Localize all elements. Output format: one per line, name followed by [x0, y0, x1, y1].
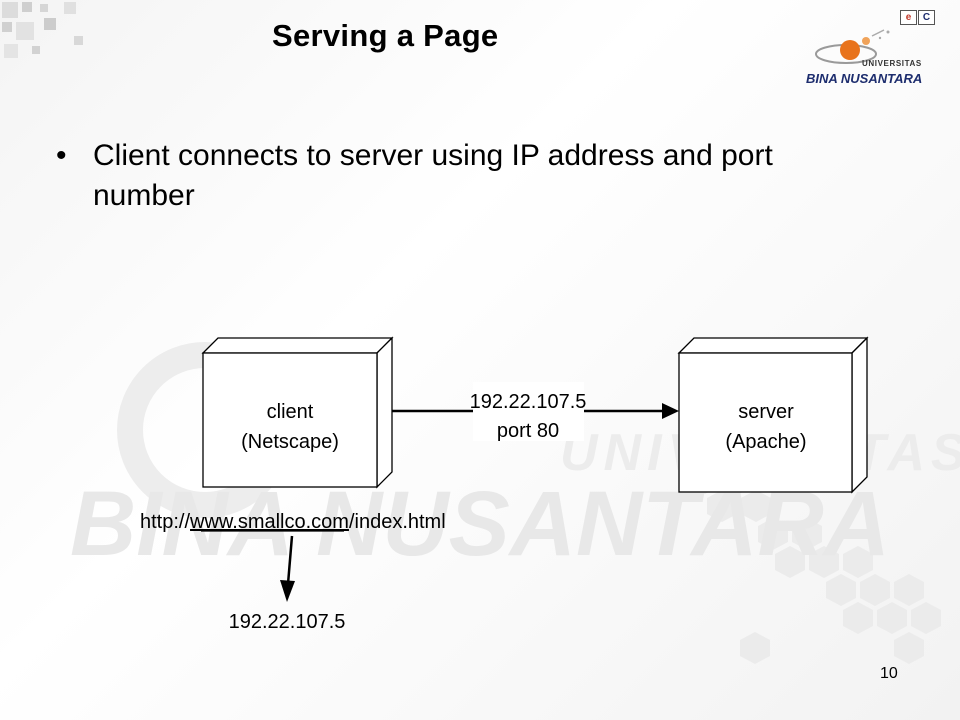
connection-port-label: port 80: [497, 420, 559, 442]
university-logo: e C UNIVERSITAS BINA NUSANTARA: [800, 10, 940, 90]
logo-line1: UNIVERSITAS: [862, 59, 922, 68]
client-software-label: (Netscape): [241, 431, 339, 453]
server-software-label: (Apache): [725, 431, 806, 453]
e-icon: e: [900, 10, 917, 25]
page-title: Serving a Page: [272, 18, 499, 53]
client-label: client: [267, 401, 314, 423]
url-host: www.smallco.com: [189, 511, 349, 533]
page-number: 10: [880, 665, 898, 682]
server-label: server: [738, 401, 794, 423]
url-text: http://www.smallco.com/index.html: [140, 511, 446, 533]
dns-lookup-arrow: [280, 535, 295, 602]
bullet-item: • Client connects to server using IP add…: [56, 136, 876, 216]
c-icon: C: [918, 10, 935, 25]
globe-logo-icon: [815, 29, 890, 64]
bullet-list: • Client connects to server using IP add…: [56, 136, 876, 216]
resolved-ip-label: 192.22.107.5: [229, 611, 346, 633]
logo-line2: BINA NUSANTARA: [806, 71, 923, 86]
bullet-dot-icon: •: [56, 139, 67, 172]
decorative-squares: [2, 2, 83, 58]
connection-ip-label: 192.22.107.5: [470, 391, 587, 413]
server-node: server (Apache): [677, 336, 869, 494]
url-prefix: http://: [140, 511, 190, 533]
url-path: /index.html: [349, 511, 446, 533]
connection-label: 192.22.107.5 port 80: [470, 382, 587, 442]
bullet-text: Client connects to server using IP addre…: [93, 139, 773, 212]
client-node: client (Netscape): [201, 336, 394, 489]
